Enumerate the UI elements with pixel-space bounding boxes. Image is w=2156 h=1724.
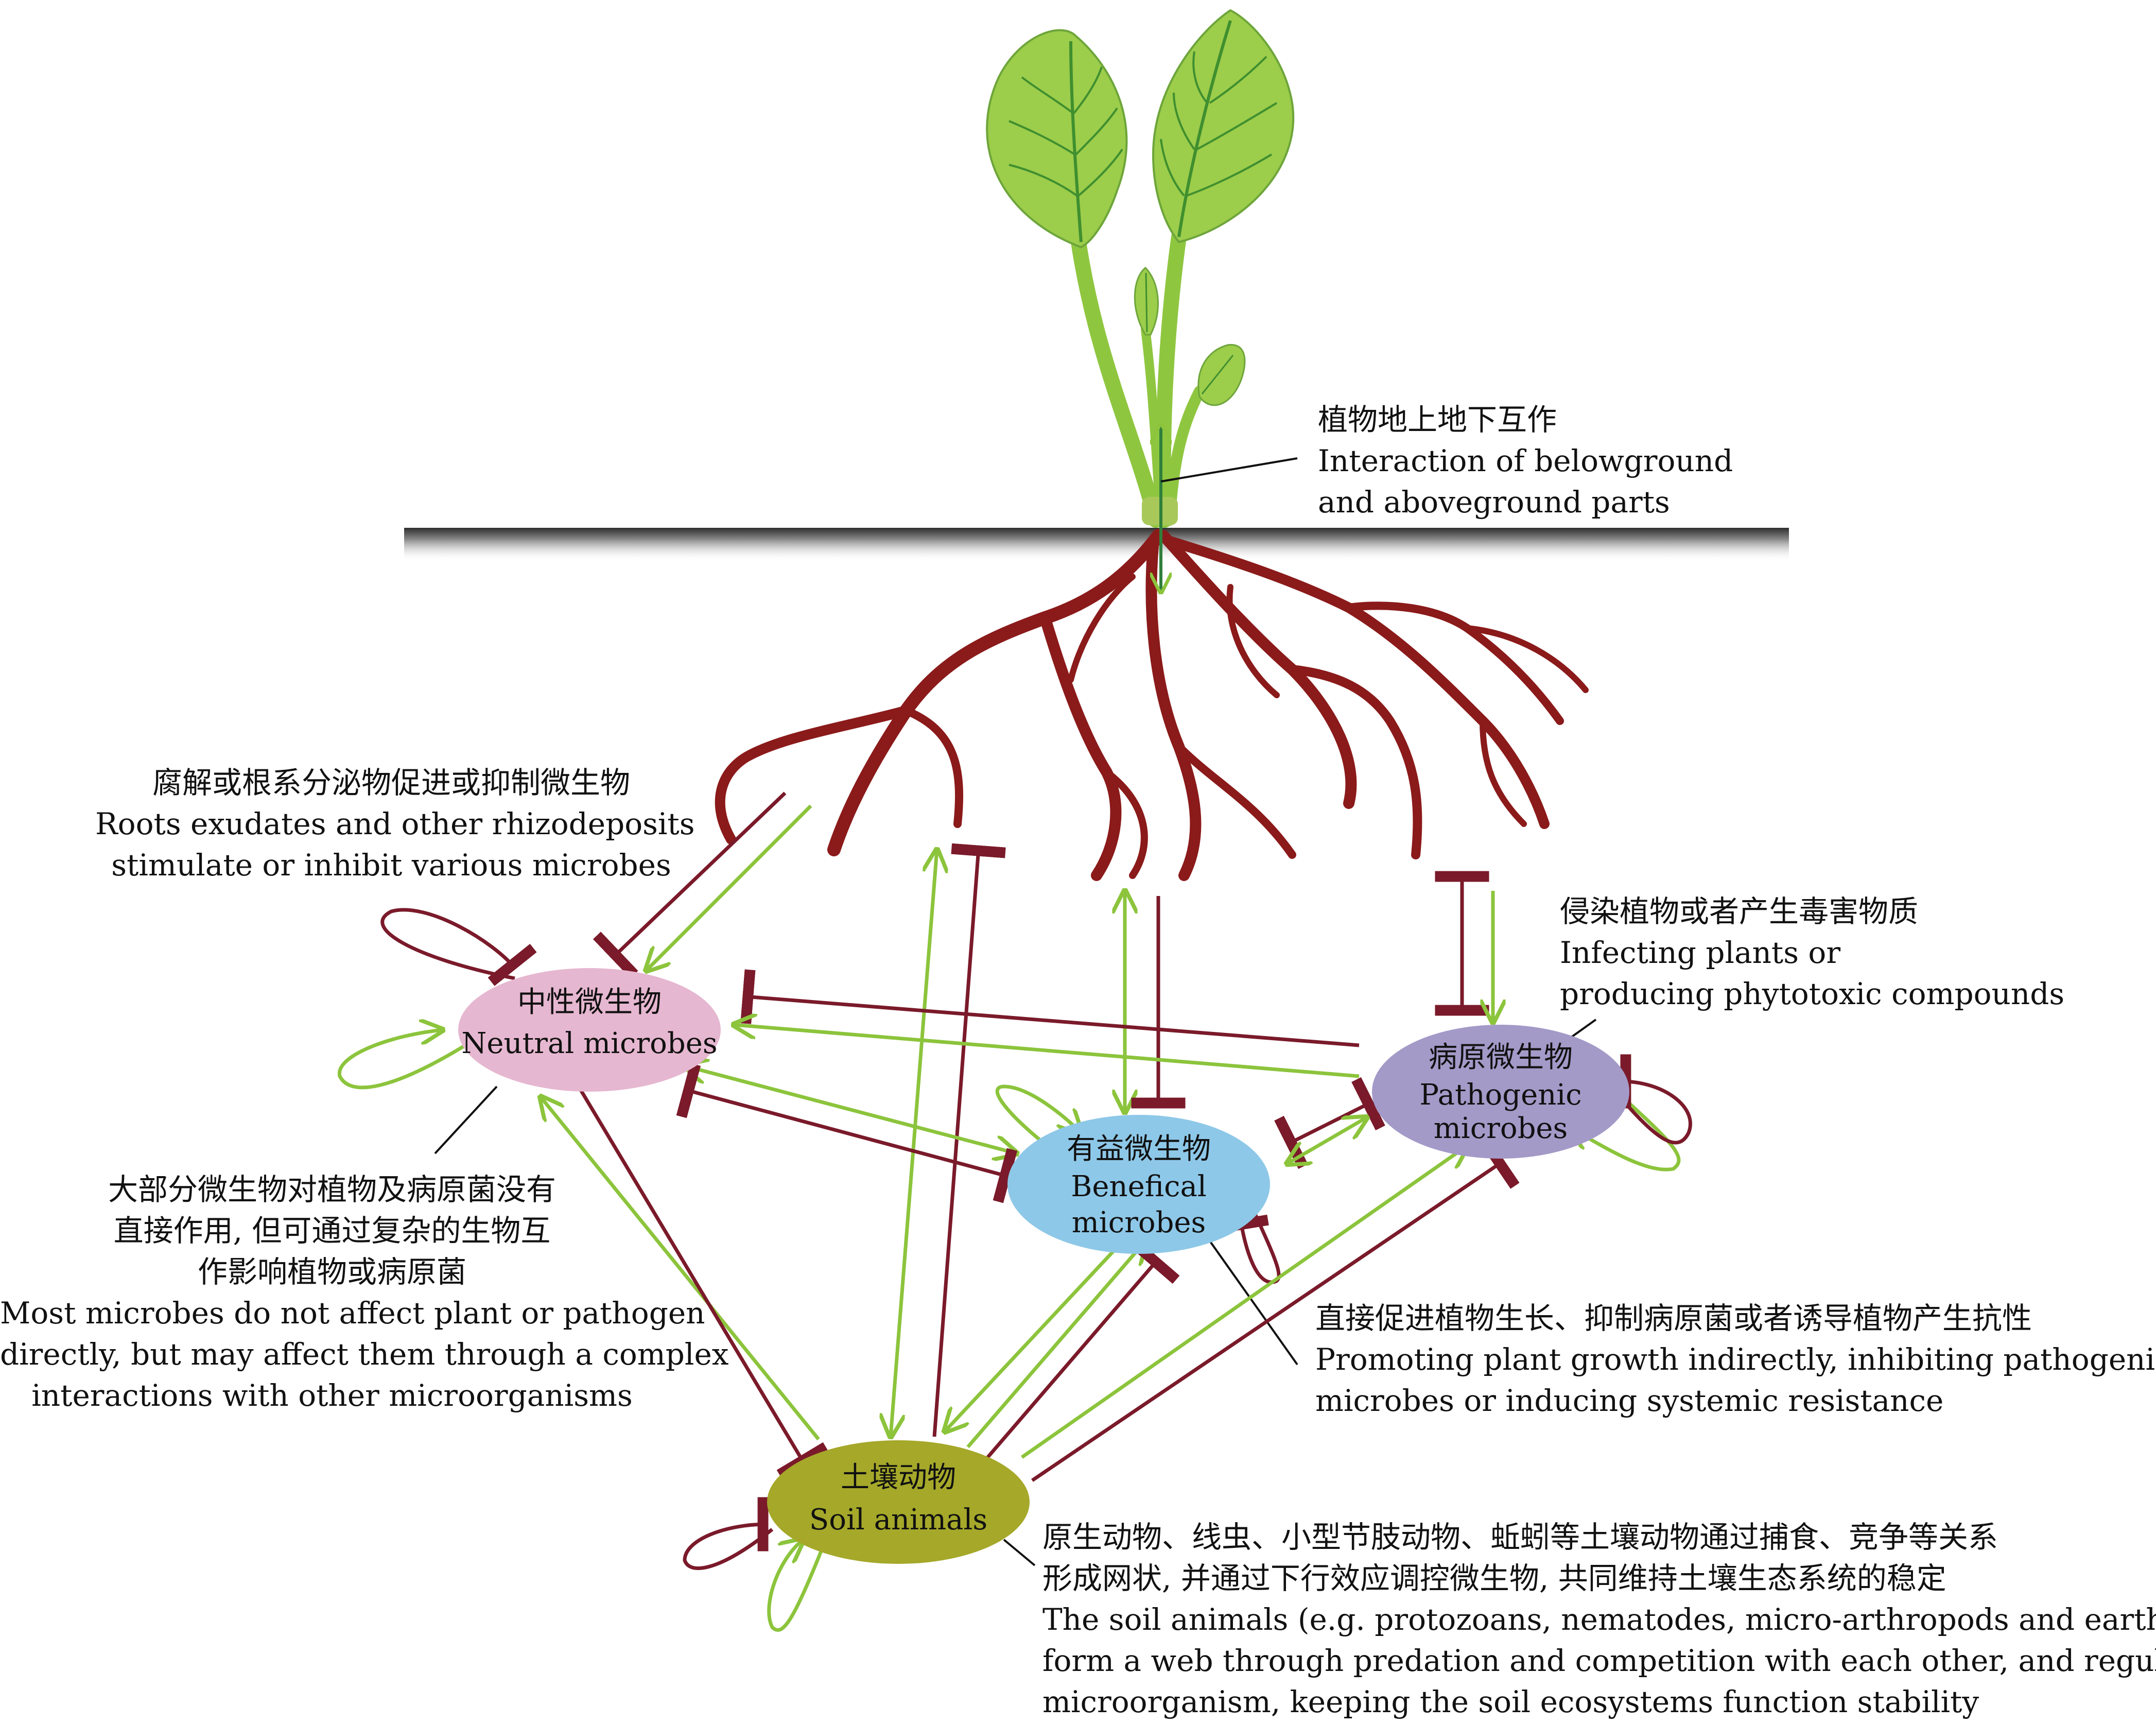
annotation-beneficial-effect: 直接促进植物生长、抑制病原菌或者诱导植物产生抗性 Promoting plant… bbox=[1315, 1298, 2156, 1421]
annotation-soil-animal-effect-zh2: 形成网状, 并通过下行效应调控微生物, 共同维持土壤生态系统的稳定 bbox=[1042, 1561, 1946, 1596]
annotation-plant-interaction: 植物地上地下互作 Interaction of belowground and … bbox=[1318, 399, 1733, 523]
annotation-pointers bbox=[434, 457, 1597, 1566]
node-neutral-en: Neutral microbes bbox=[461, 1027, 717, 1060]
interaction-arrows bbox=[541, 791, 1520, 1482]
root-system-icon bbox=[715, 529, 1589, 881]
node-pathogenic-en2: microbes bbox=[1434, 1112, 1568, 1145]
annotation-neutral-effect-zh1: 大部分微生物对植物及病原菌没有 bbox=[108, 1172, 556, 1207]
node-neutral-microbes: 中性微生物 Neutral microbes bbox=[458, 968, 721, 1092]
annotation-root-exudates-zh: 腐解或根系分泌物促进或抑制微生物 bbox=[152, 765, 630, 800]
annotation-soil-animal-effect-zh1: 原生动物、线虫、小型节肢动物、蚯蚓等土壤动物通过捕食、竞争等关系 bbox=[1042, 1520, 1998, 1555]
annotation-soil-animal-effect-en3: microorganism, keeping the soil ecosyste… bbox=[1042, 1684, 1979, 1719]
node-pathogenic-microbes: 病原微生物 Pathogenic microbes bbox=[1372, 1025, 1629, 1159]
annotation-root-exudates: 腐解或根系分泌物促进或抑制微生物 Roots exudates and othe… bbox=[95, 762, 695, 886]
annotation-beneficial-effect-zh: 直接促进植物生长、抑制病原菌或者诱导植物产生抗性 bbox=[1315, 1301, 2032, 1336]
node-beneficial-en1: Benefical bbox=[1071, 1170, 1207, 1203]
plant-illustration-icon bbox=[986, 9, 1295, 528]
annotation-pathogen-effect-en1: Infecting plants or bbox=[1560, 935, 1841, 970]
annotation-soil-animal-effect: 原生动物、线虫、小型节肢动物、蚯蚓等土壤动物通过捕食、竞争等关系 形成网状, 并… bbox=[1042, 1516, 2156, 1722]
node-pathogenic-zh: 病原微生物 bbox=[1429, 1041, 1573, 1074]
node-soil-animals-en: Soil animals bbox=[809, 1503, 987, 1537]
annotation-soil-animal-effect-en2: form a web through predation and competi… bbox=[1042, 1643, 2156, 1678]
node-neutral-zh: 中性微生物 bbox=[517, 986, 662, 1019]
annotation-pathogen-effect: 侵染植物或者产生毒害物质 Infecting plants or produci… bbox=[1560, 891, 2064, 1014]
annotation-root-exudates-en2: stimulate or inhibit various microbes bbox=[111, 848, 671, 883]
annotation-soil-animal-effect-en1: The soil animals (e.g. protozoans, nemat… bbox=[1042, 1602, 2156, 1637]
annotation-neutral-effect-en3: interactions with other microorganisms bbox=[31, 1378, 633, 1413]
annotation-beneficial-effect-en1: Promoting plant growth indirectly, inhib… bbox=[1315, 1342, 2156, 1377]
node-beneficial-microbes: 有益微生物 Benefical microbes bbox=[1007, 1115, 1270, 1254]
annotation-neutral-effect-en1: Most microbes do not affect plant or pat… bbox=[0, 1296, 705, 1331]
annotation-pathogen-effect-en2: producing phytotoxic compounds bbox=[1560, 976, 2065, 1011]
annotation-neutral-effect-zh2: 直接作用, 但可通过复杂的生物互 bbox=[113, 1213, 551, 1248]
annotation-plant-interaction-en1: Interaction of belowground bbox=[1318, 443, 1733, 478]
annotation-neutral-effect: 大部分微生物对植物及病原菌没有 直接作用, 但可通过复杂的生物互 作影响植物或病… bbox=[0, 1169, 729, 1416]
node-beneficial-zh: 有益微生物 bbox=[1067, 1132, 1211, 1166]
soil-surface-line bbox=[404, 528, 1789, 561]
node-soil-animals-zh: 土壤动物 bbox=[841, 1461, 956, 1494]
node-beneficial-en2: microbes bbox=[1072, 1206, 1206, 1239]
annotation-neutral-effect-zh3: 作影响植物或病原菌 bbox=[197, 1254, 466, 1289]
annotation-pathogen-effect-zh: 侵染植物或者产生毒害物质 bbox=[1560, 894, 1919, 929]
annotation-plant-interaction-zh: 植物地上地下互作 bbox=[1318, 402, 1557, 437]
node-pathogenic-en1: Pathogenic bbox=[1419, 1078, 1581, 1112]
annotation-root-exudates-en1: Roots exudates and other rhizodeposits bbox=[95, 806, 695, 841]
node-soil-animals: 土壤动物 Soil animals bbox=[767, 1440, 1030, 1564]
annotation-plant-interaction-en2: and aboveground parts bbox=[1318, 485, 1670, 520]
annotation-neutral-effect-en2: directly, but may affect them through a … bbox=[0, 1337, 729, 1372]
annotation-beneficial-effect-en2: microbes or inducing systemic resistance bbox=[1315, 1383, 1944, 1418]
